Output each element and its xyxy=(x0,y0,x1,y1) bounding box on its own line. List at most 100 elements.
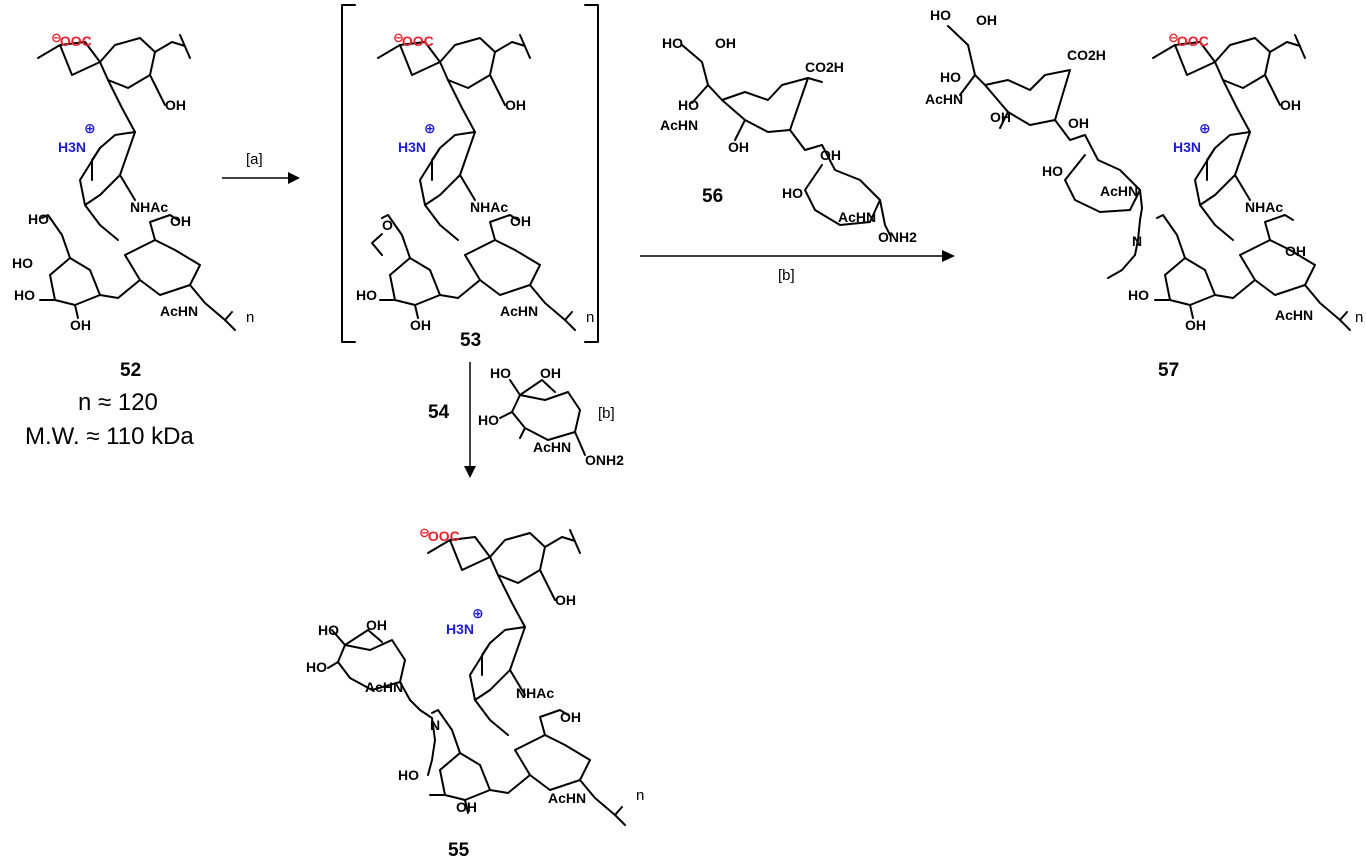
hydroxyl-52d: HO xyxy=(12,255,33,271)
bracket-left xyxy=(341,4,356,343)
hydroxyl-55f: HO xyxy=(398,767,419,783)
repeat-subscript-53: n xyxy=(586,309,594,326)
acetamido-56b: AcHN xyxy=(838,209,876,225)
compound-54-structure: HO OH HO AcHN ONH2 [b] xyxy=(478,365,624,468)
compound-56-structure: HO OH HO AcHN OH CO2H OH HO AcHN ONH2 xyxy=(660,35,917,245)
acetamido-55c: AcHN xyxy=(548,790,586,806)
ammonium-group-53: H3N xyxy=(398,139,426,155)
compound-label-52: 52 xyxy=(120,360,141,381)
acetamido-53b: AcHN xyxy=(500,303,538,319)
acetamido-54: AcHN xyxy=(533,439,571,455)
hydroxyl-57e: OH xyxy=(1068,115,1089,131)
hydroxyl-55b: OH xyxy=(366,617,387,633)
arrowhead-b-down xyxy=(464,466,476,478)
hydroxyl-56d: OH xyxy=(728,139,749,155)
repeat-subscript-55: n xyxy=(636,787,644,804)
hydroxyl-57j: OH xyxy=(1185,317,1206,333)
hydroxyl-53c: HO xyxy=(356,287,377,303)
ammonium-charge-55: ⊕ xyxy=(472,605,484,621)
aminooxy-group-54: ONH2 xyxy=(585,452,624,468)
oxime-nitrogen-55: N xyxy=(430,717,440,733)
hydroxyl-57c: HO xyxy=(940,69,961,85)
reagent-label-a: [a] xyxy=(246,151,263,168)
carboxylate-group-52: ⊖OOC xyxy=(51,30,92,49)
aldehyde-bond xyxy=(371,233,383,256)
hydroxyl-55c: HO xyxy=(306,659,327,675)
hydroxyl-57g: OH xyxy=(1280,97,1301,113)
carboxylate-group-53: ⊖OOC xyxy=(393,30,434,49)
ammonium-charge-53: ⊕ xyxy=(424,120,436,136)
compound-52-structure: ⊖OOC OH H3N ⊕ NHAc OH AcHN HO HO HO OH n xyxy=(12,30,254,333)
acetamido-52a: NHAc xyxy=(130,199,168,215)
hydroxyl-53d: OH xyxy=(410,317,431,333)
hydroxyl-52e: HO xyxy=(14,287,35,303)
hydroxyl-57a: HO xyxy=(930,7,951,23)
carboxylic-acid-56: CO2H xyxy=(805,59,844,75)
hydroxyl-53a: OH xyxy=(505,97,526,113)
oxime-nitrogen-57: N xyxy=(1132,233,1142,249)
hydroxyl-56b: OH xyxy=(715,35,736,51)
hydroxyl-56f: HO xyxy=(782,185,803,201)
ammonium-charge-52: ⊕ xyxy=(84,120,96,136)
hydroxyl-56e: OH xyxy=(820,147,841,163)
hydroxyl-56a: HO xyxy=(662,35,683,51)
carboxylate-group-55: ⊖OOC xyxy=(419,525,460,544)
compound-label-55: 55 xyxy=(448,840,470,861)
repeat-unit-53 xyxy=(377,34,576,331)
repeat-subscript-57: n xyxy=(1355,309,1363,326)
hydroxyl-57i: HO xyxy=(1128,287,1149,303)
hydroxyl-54a: HO xyxy=(490,365,511,381)
hydroxyl-57b: OH xyxy=(976,12,997,28)
repeat-unit-57 xyxy=(1152,34,1351,331)
acetamido-52b: AcHN xyxy=(160,303,198,319)
degree-of-polymerization: n ≈ 120 xyxy=(78,389,158,416)
carboxylate-group-57: ⊖OOC xyxy=(1168,30,1209,49)
compound-55-structure: HO OH HO AcHN N ⊖OOC OH H3N ⊕ NHAc OH Ac… xyxy=(306,525,644,826)
molecular-weight: M.W. ≈ 110 kDa xyxy=(25,423,194,450)
aminooxy-group-56: ONH2 xyxy=(878,229,917,245)
compound-label-57: 57 xyxy=(1158,360,1179,381)
acetamido-55a: AcHN xyxy=(365,679,403,695)
compound-label-53: 53 xyxy=(460,330,481,351)
hydroxyl-52b: OH xyxy=(170,213,191,229)
repeat-subscript-52: n xyxy=(246,309,254,326)
compound-label-56: 56 xyxy=(702,186,723,207)
compound-label-54: 54 xyxy=(428,402,450,423)
aldehyde-oxygen: O xyxy=(382,217,393,233)
arrowhead-b-right xyxy=(942,250,955,262)
repeat-unit-52 xyxy=(37,34,236,331)
hydroxyl-55g: OH xyxy=(456,799,477,815)
ammonium-group-55: H3N xyxy=(446,621,474,637)
hydroxyl-52a: OH xyxy=(165,97,186,113)
reagent-label-b-right: [b] xyxy=(778,267,795,284)
hydroxyl-56c: HO xyxy=(678,97,699,113)
hydroxyl-57h: OH xyxy=(1285,243,1306,259)
hydroxyl-55e: OH xyxy=(560,709,581,725)
acetamido-55b: NHAc xyxy=(516,685,554,701)
repeat-unit-55 xyxy=(427,529,626,826)
compound-53-structure: O HO ⊖OOC OH H3N ⊕ NHAc OH AcHN HO OH n xyxy=(341,4,599,343)
ammonium-group-52: H3N xyxy=(58,139,86,155)
acetamido-56a: AcHN xyxy=(660,117,698,133)
hydroxyl-53b: OH xyxy=(510,213,531,229)
hydroxyl-55a: HO xyxy=(318,622,339,638)
acetamido-57b: AcHN xyxy=(1100,183,1138,199)
carboxylic-acid-57: CO2H xyxy=(1067,47,1106,63)
reagent-label-b-down: [b] xyxy=(598,405,615,422)
hydroxyl-54c: HO xyxy=(478,412,499,428)
acetamido-53a: NHAc xyxy=(470,199,508,215)
hydroxyl-57d: OH xyxy=(990,109,1011,125)
acetamido-57c: NHAc xyxy=(1245,199,1283,215)
hydroxyl-52f: OH xyxy=(70,317,91,333)
ammonium-group-57: H3N xyxy=(1173,139,1201,155)
acetamido-57d: AcHN xyxy=(1275,307,1313,323)
acetamido-57a: AcHN xyxy=(925,91,963,107)
hydroxyl-55d: OH xyxy=(555,592,576,608)
ammonium-charge-57: ⊕ xyxy=(1199,120,1211,136)
bracket-right xyxy=(584,4,599,343)
hydroxyl-57f: HO xyxy=(1042,163,1063,179)
arrowhead-a xyxy=(288,172,300,184)
compound-57-structure: HO OH HO AcHN OH CO2H OH HO AcHN N ⊖OOC … xyxy=(925,7,1363,333)
hydroxyl-52c: HO xyxy=(28,211,49,227)
